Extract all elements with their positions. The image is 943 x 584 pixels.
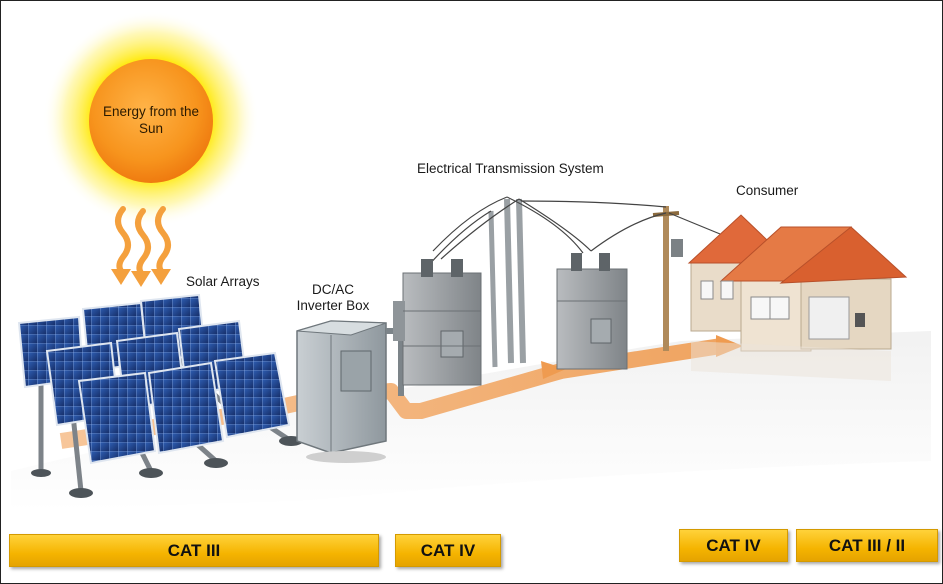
sun-rays <box>115 206 171 276</box>
inverter-label: DC/AC Inverter Box <box>296 282 370 313</box>
category-bar-cat-iii: CAT III <box>9 534 379 567</box>
transformer-pole <box>556 239 683 370</box>
category-bar-cat-iv-transmission: CAT IV <box>395 534 501 567</box>
solar-arrays-label: Solar Arrays <box>186 274 260 289</box>
sun-label: Energy from the Sun <box>102 104 200 136</box>
solar-arrays <box>17 293 303 498</box>
transmission-towers <box>488 198 680 368</box>
consumer-house <box>687 214 908 381</box>
transmission-label: Electrical Transmission System <box>417 161 604 176</box>
power-lines <box>426 196 862 292</box>
sun <box>43 11 259 227</box>
sun-ray-arrowheads <box>111 269 171 287</box>
consumer-label: Consumer <box>736 183 799 198</box>
flow-arrow-transmission <box>541 361 566 379</box>
inverter-box <box>296 320 404 463</box>
category-bar-cat-iv-consumer: CAT IV <box>679 529 788 562</box>
ground-shadow <box>11 331 931 511</box>
transformer-substation <box>393 259 482 386</box>
category-bar-cat-iii-ii: CAT III / II <box>796 529 938 562</box>
